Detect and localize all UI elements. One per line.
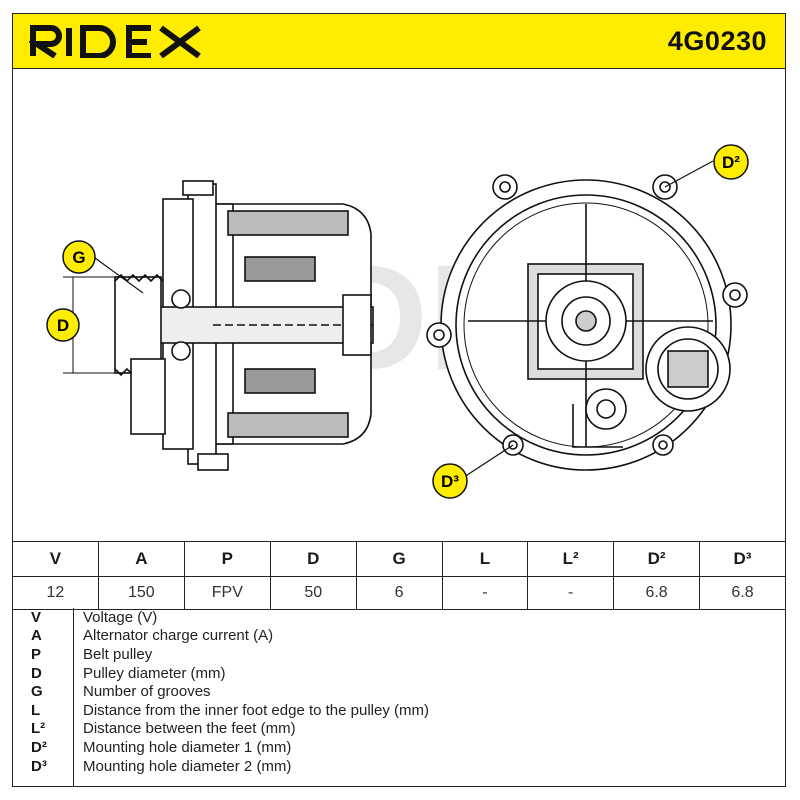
legend-description: Number of grooves [83, 683, 211, 701]
callout-d3-leader [460, 444, 514, 480]
spec-header-cell: V [13, 541, 99, 577]
spec-value-cell: - [527, 576, 615, 610]
legend-code: D [31, 664, 42, 682]
legend-description: Pulley diameter (mm) [83, 664, 226, 682]
spec-header-cell: D² [613, 541, 701, 577]
legend-code: A [31, 627, 42, 645]
legend-item: L² Distance between the feet (mm) [13, 720, 785, 739]
spec-header-cell: L [442, 541, 529, 577]
spec-header-cell: D³ [699, 541, 785, 577]
legend-description: Voltage (V) [83, 608, 158, 626]
product-sheet: 4G0230 RIDEX [12, 13, 786, 787]
legend-item: D³ Mounting hole diameter 2 (mm) [13, 757, 785, 776]
part-number: 4G0230 [667, 26, 767, 56]
callout-d2-badge [713, 144, 749, 180]
legend-description: Belt pulley [83, 645, 153, 663]
legend-code: V [31, 608, 42, 626]
alternator-front-view [426, 174, 748, 471]
callout-g-badge [62, 240, 96, 274]
spec-value-cell: 6 [356, 576, 443, 610]
spec-value-cell: 6.8 [613, 576, 701, 610]
spec-header-cell: G [356, 541, 443, 577]
alternator-side-view [63, 180, 374, 471]
legend-item: L Distance from the inner foot edge to th… [13, 701, 785, 720]
legend-description: Distance between the feet (mm) [83, 720, 296, 738]
legend-item: A Alternator charge current (A) [13, 627, 785, 646]
callout-d3-badge [432, 463, 468, 499]
legend-divider [73, 608, 74, 787]
legend-item: G Number of grooves [13, 682, 785, 701]
callout-d2-leader [664, 160, 714, 188]
callout-d2-label: D² [722, 153, 740, 172]
spec-header-cell: P [184, 541, 271, 577]
spec-value-cell: - [442, 576, 529, 610]
legend-description: Mounting hole diameter 1 (mm) [83, 738, 292, 756]
spec-header-cell: L² [527, 541, 615, 577]
spec-header-cell: A [98, 541, 185, 577]
legend-item: P Belt pulley [13, 645, 785, 664]
legend-description: Alternator charge current (A) [83, 627, 274, 645]
ridex-logo [29, 25, 201, 58]
callout-g-label: G [72, 248, 85, 267]
legend-item: V Voltage (V) [13, 608, 785, 627]
callout-g-leader [94, 257, 144, 294]
spec-value-row: 12 150 FPV 50 6 - - 6.8 6.8 [13, 576, 785, 610]
spec-header-row: V A P D G L L² D² D³ [13, 541, 785, 577]
callout-d3-label: D³ [441, 472, 459, 491]
spec-header-cell: D [270, 541, 357, 577]
spec-table: V A P D G L L² D² D³ 12 150 FPV 50 6 - -… [13, 541, 785, 610]
header-bar: 4G0230 [13, 14, 785, 69]
legend-code: L² [31, 720, 46, 738]
legend-list: V Voltage (V) A Alternator charge current … [13, 608, 785, 775]
callout-d-label: D [57, 316, 69, 335]
technical-drawing: RIDEX [46, 144, 749, 499]
spec-value-cell: FPV [184, 576, 271, 610]
legend-item: D Pulley diameter (mm) [13, 664, 785, 683]
legend-code: P [31, 645, 42, 663]
spec-value-cell: 12 [13, 576, 99, 610]
legend-code: G [31, 683, 43, 701]
legend-item: D² Mounting hole diameter 1 (mm) [13, 738, 785, 757]
spec-value-cell: 6.8 [699, 576, 785, 610]
legend-code: L [31, 701, 41, 719]
legend-code: D³ [31, 757, 47, 775]
legend-description: Distance from the inner foot edge to the… [83, 701, 429, 719]
spec-value-cell: 150 [98, 576, 185, 610]
spec-value-cell: 50 [270, 576, 357, 610]
legend-code: D² [31, 738, 47, 756]
legend-description: Mounting hole diameter 2 (mm) [83, 757, 292, 775]
callout-d-badge [46, 308, 80, 342]
